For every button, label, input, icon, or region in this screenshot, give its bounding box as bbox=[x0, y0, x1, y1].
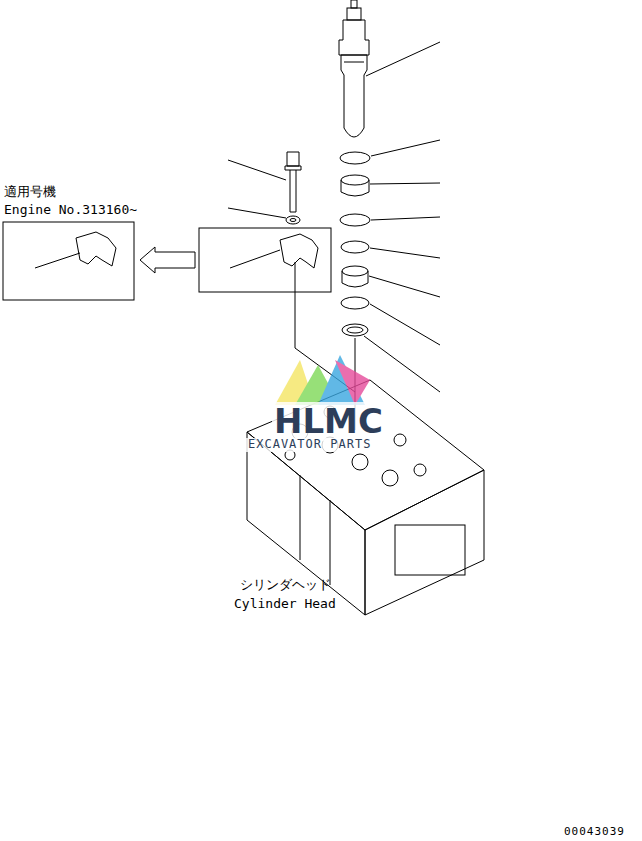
watermark-logo bbox=[275, 355, 370, 405]
watermark-text: HLMC bbox=[272, 402, 385, 441]
part-label: シリンダヘッド bbox=[240, 578, 331, 593]
note-text: 適用号機 bbox=[4, 185, 56, 200]
part-label: Cylinder Head bbox=[234, 597, 336, 612]
injector bbox=[339, 0, 369, 137]
watermark-text: EXCAVATOR PARTS bbox=[246, 438, 373, 452]
leader-lines bbox=[35, 42, 440, 430]
drawing-number: 00043039 bbox=[564, 826, 625, 839]
note-text: Engine No.313160~ bbox=[4, 203, 137, 218]
